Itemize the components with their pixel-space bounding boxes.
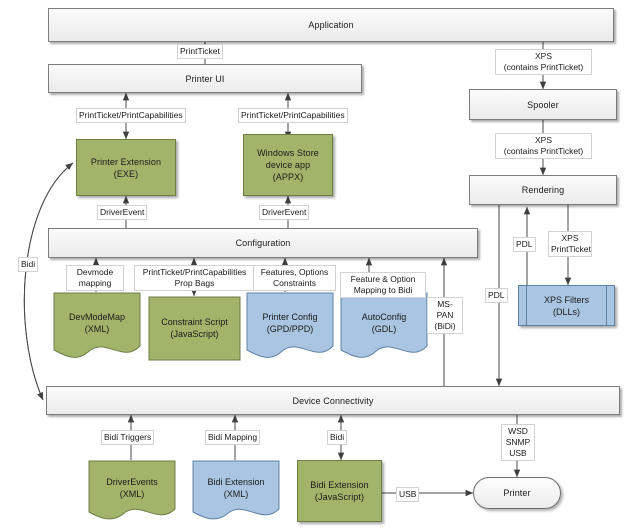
- node-store-app-line2: device app: [265, 160, 311, 170]
- node-xps-filters-line2: (DLLs): [552, 306, 580, 317]
- xps-top-line1: XPS: [534, 51, 552, 61]
- edge-label-bidi-left: Bidi: [18, 257, 39, 272]
- devmode-mapping-line2: mapping: [78, 278, 112, 288]
- node-rendering[interactable]: Rendering: [469, 175, 617, 205]
- edge-label-features-options-constraints: Features, Options Constraints: [253, 265, 336, 291]
- edge-label-ptpc-left: PrintTicket/PrintCapabilities: [76, 108, 186, 123]
- features-line2: Constraints: [273, 278, 316, 288]
- node-device-connectivity[interactable]: Device Connectivity: [46, 386, 620, 415]
- node-autoconfig[interactable]: AutoConfig (GDL): [340, 292, 428, 360]
- wsd-line3: USB: [509, 448, 527, 458]
- features-line1: Features, Options: [260, 267, 329, 277]
- node-store-app-line1: Windows Store: [257, 148, 319, 158]
- xps-printticket-line2: PrintTicket: [551, 244, 591, 254]
- edge-label-usb: USB: [396, 487, 420, 502]
- node-bidi-extension-js-line1: Bidi Extension: [310, 480, 369, 490]
- edge-label-bidi-bottom: Bidi: [327, 430, 348, 445]
- node-printer-config[interactable]: Printer Config (GPD/PPD): [246, 292, 334, 360]
- edge-label-wsd-snmp-usb: WSD SNMP USB: [501, 424, 535, 461]
- node-spooler-label: Spooler: [527, 99, 559, 110]
- edge-label-xps-contains-printticket-mid: XPS (contains PrintTicket): [495, 133, 592, 159]
- mspan-line2: (BiDi): [434, 321, 456, 331]
- wsd-line2: SNMP: [505, 437, 531, 447]
- xps-printticket-line1: XPS: [561, 233, 579, 243]
- node-printer-ui-label: Printer UI: [185, 73, 225, 84]
- feature-map-line1: Feature & Option: [350, 274, 416, 284]
- feature-map-line2: Mapping to Bidi: [353, 285, 413, 295]
- node-xps-filters-text: XPS Filters (DLLs): [519, 294, 614, 318]
- prop-bags-line1: PrintTicket/PrintCapabilities: [142, 267, 247, 277]
- node-printer-extension-line1: Printer Extension: [90, 156, 162, 167]
- edge-label-xps-printticket: XPS PrintTicket: [548, 231, 592, 257]
- node-application[interactable]: Application: [48, 8, 614, 42]
- node-driverevents[interactable]: DriverEvents (XML): [88, 460, 176, 522]
- edge-label-ptpc-right: PrintTicket/PrintCapabilities: [238, 108, 348, 123]
- edge-label-xps-contains-printticket-top: XPS (contains PrintTicket): [495, 49, 592, 75]
- node-printer-label: Printer: [503, 488, 531, 498]
- edge-label-bidi-mapping: Bidi Mapping: [205, 430, 261, 445]
- edge-label-driverevent-right: DriverEvent: [259, 205, 310, 220]
- edge-label-devmode-mapping: Devmode mapping: [66, 265, 124, 291]
- node-devmodemap[interactable]: DevModeMap (XML): [53, 292, 141, 360]
- xps-top-line2: (contains PrintTicket): [503, 62, 584, 72]
- mspan-line1: MS-PAN: [436, 299, 454, 320]
- edge-label-pdl-center: PDL: [513, 237, 536, 252]
- node-store-app-line3: (APPX): [272, 172, 304, 182]
- node-bidi-extension-javascript[interactable]: Bidi Extension (JavaScript): [297, 460, 382, 522]
- node-bidi-extension-xml[interactable]: Bidi Extension (XML): [192, 460, 280, 522]
- node-printer-extension[interactable]: Printer Extension (EXE): [76, 139, 176, 196]
- edge-label-print-ticket: PrintTicket: [177, 44, 223, 59]
- node-device-connectivity-label: Device Connectivity: [292, 395, 374, 406]
- node-application-label: Application: [308, 20, 354, 30]
- node-bidi-extension-js-line2: (JavaScript): [314, 492, 365, 502]
- node-rendering-label: Rendering: [521, 185, 565, 195]
- node-printer-ui[interactable]: Printer UI: [48, 64, 362, 93]
- node-xps-filters-line1: XPS Filters: [543, 294, 589, 305]
- node-printer[interactable]: Printer: [473, 477, 561, 509]
- edge-label-pdl-left: PDL: [485, 288, 508, 303]
- xps-mid-line1: XPS: [534, 135, 552, 145]
- prop-bags-line2: Prop Bags: [174, 278, 215, 288]
- xps-mid-line2: (contains PrintTicket): [503, 146, 584, 156]
- node-constraint-script[interactable]: Constraint Script (JavaScript): [148, 296, 241, 361]
- edge-label-ms-pan-bidi: MS-PAN (BiDi): [427, 297, 463, 334]
- xps-filters-side-bars: [526, 286, 607, 325]
- node-windows-store-device-app[interactable]: Windows Store device app (APPX): [243, 134, 333, 196]
- edge-label-driverevent-left: DriverEvent: [97, 205, 148, 220]
- edge-label-bidi-triggers: Bidi Triggers: [101, 430, 155, 445]
- edge-label-feature-option-mapping-to-bidi: Feature & Option Mapping to Bidi: [340, 272, 426, 298]
- node-configuration-label: Configuration: [235, 238, 291, 248]
- node-configuration[interactable]: Configuration: [48, 228, 478, 258]
- node-printer-extension-line2: (EXE): [113, 168, 139, 179]
- wsd-line1: WSD: [508, 426, 528, 436]
- node-spooler[interactable]: Spooler: [469, 89, 617, 120]
- edge-label-prop-bags: PrintTicket/PrintCapabilities Prop Bags: [134, 265, 255, 291]
- node-xps-filters[interactable]: XPS Filters (DLLs): [518, 285, 615, 326]
- devmode-mapping-line1: Devmode: [76, 267, 114, 277]
